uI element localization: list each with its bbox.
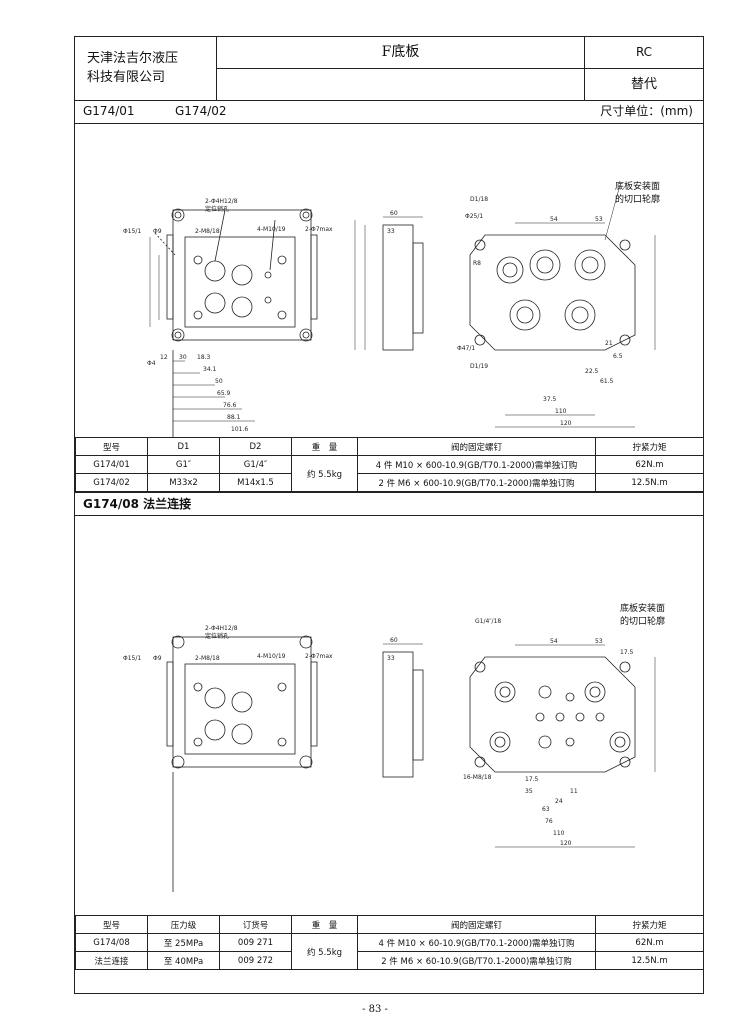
code-cell: RC bbox=[585, 37, 703, 69]
t1-weight: 约 5.5kg bbox=[291, 455, 358, 492]
table-row: G174/02 M33x2 M14x1.5 2 件 M6 × 600-10.9(… bbox=[75, 473, 704, 492]
callout-hole: 2-Φ4H12/8 bbox=[205, 198, 238, 205]
callout2-hole: 2-Φ4H12/8 bbox=[205, 625, 238, 632]
t2-header-model: 型号 bbox=[75, 915, 148, 934]
right-dim-110: 110 bbox=[555, 408, 567, 415]
model-b: G174/02 bbox=[175, 104, 227, 118]
t1-header-d1: D1 bbox=[147, 437, 220, 456]
dim-30: 30 bbox=[179, 354, 187, 361]
t2-header-order: 订货号 bbox=[219, 915, 292, 934]
plate-outline bbox=[172, 209, 312, 341]
callout-d25: Φ25/1 bbox=[465, 213, 483, 220]
t1-header-model: 型号 bbox=[75, 437, 148, 456]
side-dim-33: 33 bbox=[387, 228, 395, 235]
t2-header-screws: 阀的固定螺钉 bbox=[357, 915, 596, 934]
table-row: 法兰连接 至 40MPa 009 272 2 件 M6 × 60-10.9(GB… bbox=[75, 951, 704, 970]
right2-dim-53: 53 bbox=[595, 638, 603, 645]
section1-bar: G174/01 G174/02 尺寸单位：(mm) bbox=[75, 100, 703, 124]
spec-table-1: 型号 D1 D2 重 量 阀的固定螺钉 拧紧力矩 G174/01 G1″ G1/… bbox=[75, 437, 704, 492]
model-a: G174/01 bbox=[83, 104, 135, 118]
callout2-m6: 16-M8/18 bbox=[463, 774, 492, 781]
right2-dim-11: 11 bbox=[570, 788, 578, 795]
right-dim-37-5: 37.5 bbox=[543, 396, 557, 403]
right2-dim-120: 120 bbox=[560, 840, 572, 847]
right-dim-21: 21 bbox=[605, 340, 613, 347]
page-number: - 83 - bbox=[362, 1004, 388, 1015]
callout2-g14: G1/4″/18 bbox=[475, 618, 501, 625]
t1-header-screws: 阀的固定螺钉 bbox=[357, 437, 596, 456]
callout2-d15: Φ15/1 bbox=[123, 655, 141, 662]
table-row: G174/01 G1″ G1/4″ 约 5.5kg 4 件 M10 × 600-… bbox=[75, 455, 704, 492]
dim-101-6: 101.6 bbox=[231, 426, 248, 433]
t1-header-d2: D2 bbox=[219, 437, 292, 456]
t1-header-torque: 拧紧力矩 bbox=[595, 437, 704, 456]
dim-65-9: 65.9 bbox=[217, 390, 231, 397]
unit-label: 尺寸单位：(mm) bbox=[600, 104, 693, 118]
side2-dim-33: 33 bbox=[387, 655, 395, 662]
spec-table-2: 型号 压力级 订货号 重 量 阀的固定螺钉 拧紧力矩 G174/08 至 25M… bbox=[75, 915, 704, 970]
right-dim-6-5: 6.5 bbox=[613, 353, 623, 360]
title-blank-cell bbox=[217, 69, 585, 100]
callout-d15: Φ15/1 bbox=[123, 228, 141, 235]
right-dim-22-5: 22.5 bbox=[585, 368, 599, 375]
right-dim-54: 54 bbox=[550, 216, 558, 223]
callout-m8: 2-M8/18 bbox=[195, 228, 220, 235]
callout-d1-bottom: D1/19 bbox=[470, 363, 488, 370]
dim-34-1: 34.1 bbox=[203, 366, 217, 373]
callout2-m10: 4-M10/19 bbox=[257, 653, 286, 660]
drawing-2-svg: 2-Φ4H12/8 定位销孔 Φ15/1 Φ9 2-M8/18 4-M10/19… bbox=[123, 618, 656, 892]
callout-pin: 定位销孔 bbox=[205, 205, 229, 213]
callout-d1: D1/18 bbox=[470, 196, 488, 203]
callout-d7max: 2-Φ7max bbox=[305, 226, 333, 233]
right2-dim-110: 110 bbox=[553, 830, 565, 837]
callout-m10: 4-M10/19 bbox=[257, 226, 286, 233]
callout2-m8: 2-M8/18 bbox=[195, 655, 220, 662]
table-row: G174/08 至 25MPa 009 271 约 5.5kg 4 件 M10 … bbox=[75, 933, 704, 970]
right-dim-61-5: 61.5 bbox=[600, 378, 614, 385]
document-title: F底板 bbox=[217, 37, 585, 69]
right2-dim-76: 76 bbox=[545, 818, 553, 825]
callout-d47: Φ47/1 bbox=[457, 345, 475, 352]
t1-header-weight: 重 量 bbox=[291, 437, 358, 456]
right2-dim-35: 35 bbox=[525, 788, 533, 795]
t2-weight: 约 5.5kg bbox=[291, 933, 358, 970]
right2-dim-54: 54 bbox=[550, 638, 558, 645]
callout2-d9: Φ9 bbox=[153, 655, 162, 662]
cut-note-2: 底板安装面 的切口轮廓 bbox=[620, 604, 666, 627]
dim-50: 50 bbox=[215, 378, 223, 385]
dim-76-6: 76.6 bbox=[223, 402, 237, 409]
section2-bar: G174/08 法兰连接 bbox=[75, 492, 703, 516]
callout2-d7max: 2-Φ7max bbox=[305, 653, 333, 660]
right2-dim-24: 24 bbox=[555, 798, 563, 805]
dim-88-1: 88.1 bbox=[227, 414, 241, 421]
right2-dim-63: 63 bbox=[542, 806, 550, 813]
right2-dim-17-5b: 17.5 bbox=[525, 776, 539, 783]
title-block: 天津法吉尔液压 科技有限公司 F底板 RC 替代 bbox=[75, 37, 703, 101]
dim-18-3: 18.3 bbox=[197, 354, 211, 361]
t2-header-weight: 重 量 bbox=[291, 915, 358, 934]
callout2-pin: 定位销孔 bbox=[205, 632, 229, 640]
drawing-1-svg: 2-Φ4H12/8 定位销孔 Φ15/1 Φ9 2-M8/18 4-M10/19… bbox=[123, 184, 656, 455]
drawing-1: 2-Φ4H12/8 定位销孔 Φ15/1 Φ9 2-M8/18 4-M10/19… bbox=[75, 125, 703, 455]
side-dim-top: 60 bbox=[390, 210, 398, 217]
page-frame: 天津法吉尔液压 科技有限公司 F底板 RC 替代 G174/01 G174/02… bbox=[74, 36, 704, 994]
side2-dim-top: 60 bbox=[390, 637, 398, 644]
drawing-2: 2-Φ4H12/8 定位销孔 Φ15/1 Φ9 2-M8/18 4-M10/19… bbox=[75, 517, 703, 915]
right-dim-120: 120 bbox=[560, 420, 572, 427]
company-name: 天津法吉尔液压 科技有限公司 bbox=[75, 37, 217, 100]
replace-cell: 替代 bbox=[630, 77, 657, 92]
t2-header-torque: 拧紧力矩 bbox=[595, 915, 704, 934]
right-dim-53: 53 bbox=[595, 216, 603, 223]
dim-12: 12 bbox=[160, 354, 168, 361]
section2-title: G174/08 法兰连接 bbox=[83, 497, 192, 511]
right2-dim-17-5: 17.5 bbox=[620, 649, 634, 656]
callout-d9: Φ9 bbox=[153, 228, 162, 235]
t2-header-pressure: 压力级 bbox=[147, 915, 220, 934]
callout-d4: Φ4 bbox=[147, 360, 156, 367]
callout-r: R8 bbox=[473, 260, 481, 267]
cut-note-1: 底板安装面 的切口轮廓 bbox=[615, 182, 661, 205]
